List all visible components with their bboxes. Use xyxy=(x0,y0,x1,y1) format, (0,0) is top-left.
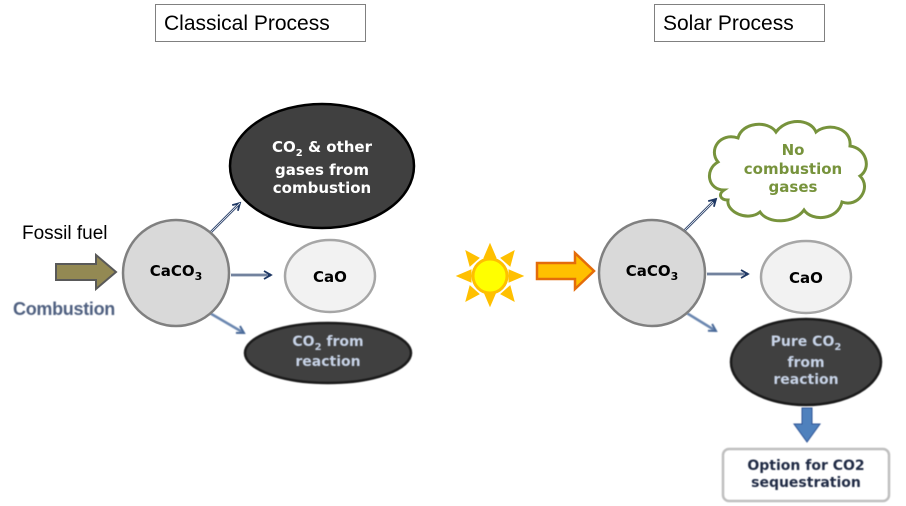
solar-connector-to-co2 xyxy=(684,310,716,333)
solar-arrow xyxy=(535,250,596,292)
cloud-line1: No xyxy=(781,140,805,159)
solar-co2-node xyxy=(729,317,883,407)
pure-co2-line2: from xyxy=(787,354,825,371)
connector-highlight xyxy=(206,202,241,237)
caco3-subscript: 3 xyxy=(194,270,203,284)
caco3-formula: CaCO3 xyxy=(626,262,679,284)
solar-process-title-text: Solar Process xyxy=(663,12,794,35)
classical-caco3-label: CaCO3 xyxy=(123,258,229,288)
sequestration-label: Option for CO2 sequestration xyxy=(725,452,887,498)
solar-cloud-label: No combustion gases xyxy=(738,132,848,206)
classical-gases-label: CO2 & other gases from combustion xyxy=(240,130,404,206)
co2-text: CO xyxy=(292,334,315,351)
co2-line1-rest: from xyxy=(321,334,364,351)
solar-cloud-node xyxy=(708,120,868,223)
caco3-formula: CaCO3 xyxy=(150,262,203,284)
cloud-line2: combustion xyxy=(743,159,843,178)
solar-cao-node xyxy=(759,239,853,315)
co2-reaction-line2: reaction xyxy=(295,354,361,371)
co2-subscript: 2 xyxy=(295,148,303,159)
cloud-line3: gases xyxy=(768,178,818,197)
co2-subscript: 2 xyxy=(834,342,842,354)
gases-line3: combustion xyxy=(272,179,372,198)
sun-icon xyxy=(455,242,525,308)
fossil-fuel-label: Fossil fuel xyxy=(22,223,108,244)
pure-co2-text: Pure CO xyxy=(770,334,835,351)
sequestration-line2: sequestration xyxy=(751,475,861,491)
connector-highlight xyxy=(683,201,714,232)
gases-line2: gases from xyxy=(275,160,369,179)
pure-co2-line3: reaction xyxy=(773,372,839,389)
solar-caco3-node xyxy=(597,218,707,328)
down-arrow xyxy=(793,407,821,443)
solar-process-title: Solar Process xyxy=(654,4,825,42)
solar-cao-label: CaO xyxy=(789,268,823,287)
solar-caco3-label: CaCO3 xyxy=(599,258,705,288)
classical-cao-node xyxy=(283,238,377,314)
co2-reaction-line1: CO2 from xyxy=(292,334,363,354)
classical-process-title-text: Classical Process xyxy=(164,12,330,35)
classical-gases-node xyxy=(228,102,416,230)
sequestration-line1: Option for CO2 xyxy=(747,457,865,474)
gases-line1: CO2 & other xyxy=(272,138,372,161)
classical-caco3-node xyxy=(121,218,231,328)
caco3-subscript: 3 xyxy=(670,270,679,284)
classical-co2-node xyxy=(243,321,413,385)
caco3-main: CaCO xyxy=(149,262,195,281)
classical-process-title: Classical Process xyxy=(155,4,366,42)
co2-text: CO xyxy=(272,138,296,156)
sequestration-box xyxy=(721,447,891,503)
caco3-main: CaCO xyxy=(625,262,671,281)
gases-line1-rest: & other xyxy=(302,138,372,156)
fossil-fuel-arrow xyxy=(55,252,118,292)
co2-subscript: 2 xyxy=(314,341,322,353)
pure-co2-line1: Pure CO2 xyxy=(771,334,842,354)
combustion-label: Combustion xyxy=(13,299,115,319)
classical-cao-label: CaO xyxy=(313,267,347,286)
connector-to-co2 xyxy=(207,310,244,335)
solar-co2-label: Pure CO2 from reaction xyxy=(736,328,876,396)
classical-co2-label: CO2 from reaction xyxy=(250,330,406,376)
